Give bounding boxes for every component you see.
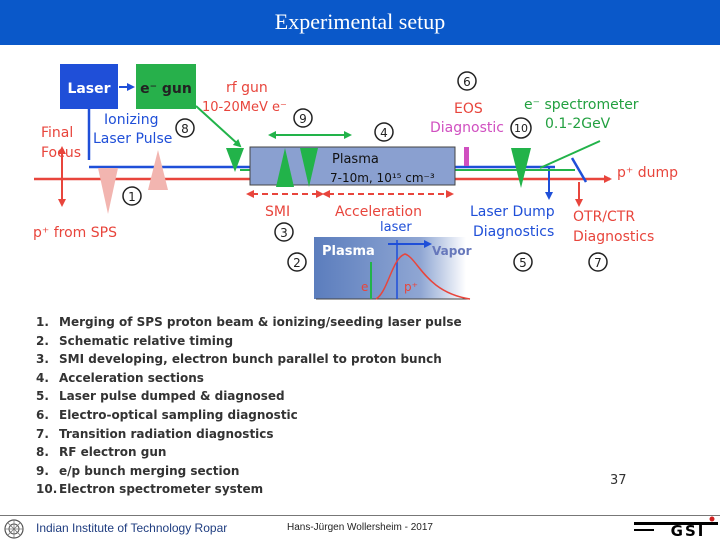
list-item: 10.Electron spectrometer system [36,482,264,497]
eos-label-1: EOS [454,101,483,117]
gsi-logo-icon: GSI [634,516,718,538]
svg-text:4: 4 [380,126,388,140]
inset-plasma-label: Plasma [322,244,375,259]
marker-7: 7 [588,252,608,272]
rf-gun-label: rf gun [226,80,268,96]
marker-8: 8 [175,118,195,138]
footer-institute: Indian Institute of Technology Ropar [36,521,228,535]
marker-5: 5 [513,252,533,272]
laser-box-label: Laser [67,81,110,97]
list-item: 9.e/p bunch merging section [36,463,240,478]
ionizing-pulse-1 [98,168,118,214]
slide-header: Experimental setup [0,0,720,45]
laser-dump-label-2: Diagnostics [473,224,554,240]
institute-logo-icon [4,519,24,539]
svg-text:7: 7 [594,256,602,270]
spectrometer-label-2: 0.1-2GeV [545,116,611,132]
smi-label: SMI [265,204,290,220]
svg-text:6: 6 [463,75,471,89]
otr-label-2: Diagnostics [573,229,654,245]
svg-text:3: 3 [280,226,288,240]
spectrometer-lens [511,148,531,188]
list-item: 3.SMI developing, electron bunch paralle… [36,352,442,367]
marker-10: 10 [510,117,532,139]
egun-box-label: e⁻ gun [140,81,192,97]
laser-box [60,64,118,109]
list-item: 6.Electro-optical sampling diagnostic [36,407,298,422]
list-item: 7.Transition radiation diagnostics [36,426,274,441]
inset-proton-bunch [375,253,471,300]
svg-text:GSI: GSI [671,522,706,538]
footer-divider [0,515,720,516]
smi-bunch-2 [300,148,318,187]
ionizing-label-2: Laser Pulse [93,131,172,147]
setup-steps-list: 1.Merging of SPS proton beam & ionizing/… [36,313,462,499]
marker-9: 9 [293,108,313,128]
eos-label-2: Diagnostic [430,120,504,136]
marker-2: 2 [287,252,307,272]
list-item: 2.Schematic relative timing [36,333,234,348]
list-item: 5.Laser pulse dumped & diagnosed [36,389,285,404]
list-item: 8.RF electron gun [36,445,167,460]
spectrometer-label-1: e⁻ spectrometer [524,97,639,113]
otr-screen [570,157,588,183]
ionizing-label-1: Ionizing [104,112,158,128]
inset-p-label: p⁺ [404,280,418,294]
marker-3: 3 [274,222,294,242]
slide-title: Experimental setup [274,9,446,34]
list-item: 4.Acceleration sections [36,370,204,385]
rf-gun-beam-line [195,105,242,148]
marker-1: 1 [122,186,142,206]
p-dump-label: p⁺ dump [617,165,678,181]
svg-text:1: 1 [128,190,136,204]
laser-dump-label-1: Laser Dump [470,204,555,220]
inset-vapor-label: Vapor [432,244,472,258]
marker-6: 6 [457,71,477,91]
spectrometer-branch [539,140,601,169]
rf-gun-energy-label: 10-20MeV e⁻ [202,100,287,115]
svg-text:5: 5 [519,256,527,270]
otr-label-1: OTR/CTR [573,209,635,225]
inset-laser-label: laser [380,220,412,235]
p-from-sps-label: p⁺ from SPS [33,225,117,241]
inset-e-label: e [361,280,368,294]
eos-diagnostic-marker [464,147,469,166]
rf-gun-lens [226,148,244,172]
smi-bunch-1 [276,148,294,187]
list-item: 1.Merging of SPS proton beam & ionizing/… [36,315,462,329]
svg-text:10: 10 [514,122,528,135]
ionizing-pulse-2 [148,150,168,190]
egun-box [136,64,196,109]
svg-text:9: 9 [299,112,307,126]
svg-text:8: 8 [181,122,189,136]
marker-4: 4 [374,122,394,142]
svg-text:2: 2 [293,256,301,270]
final-focus-label-1: Final [41,125,73,141]
final-focus-label-2: Focus [41,145,81,161]
footer-author: Hans-Jürgen Wollersheim - 2017 [287,522,433,533]
slide-number: 37 [610,473,627,488]
experimental-setup-diagram: Laser e⁻ gun rf gun 10-20MeV e⁻ Ionizing… [33,64,678,300]
plasma-params-label: 7-10m, 10¹⁵ cm⁻³ [330,171,435,185]
plasma-label: Plasma [332,152,379,167]
acceleration-label: Acceleration [335,204,422,220]
